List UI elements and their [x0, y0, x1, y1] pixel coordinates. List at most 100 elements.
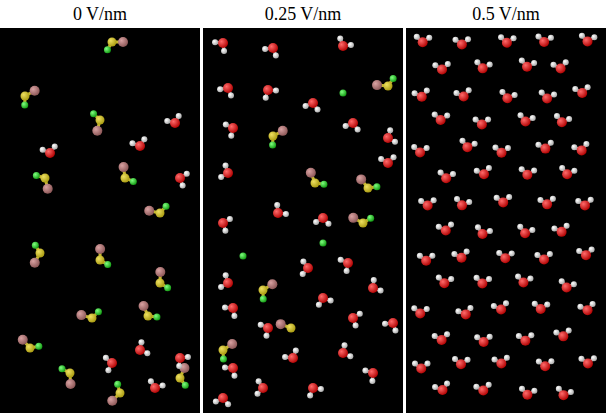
atom — [444, 112, 450, 118]
atom — [320, 181, 327, 188]
atom — [455, 308, 461, 314]
atom — [383, 133, 393, 143]
atom — [176, 374, 185, 383]
atom — [276, 319, 286, 329]
atom — [185, 354, 191, 360]
atom — [575, 198, 581, 204]
atom — [411, 144, 417, 150]
atom — [486, 165, 492, 171]
atom — [504, 355, 510, 361]
atom — [213, 399, 219, 405]
atom — [96, 116, 105, 125]
atom — [293, 348, 299, 354]
atom — [418, 37, 428, 47]
atom — [539, 255, 549, 265]
atom — [30, 86, 40, 96]
atom — [429, 253, 435, 259]
atom — [135, 345, 145, 355]
atom — [218, 218, 228, 228]
atom — [566, 116, 572, 122]
atom — [551, 225, 557, 231]
atom — [437, 65, 447, 75]
atom — [466, 199, 472, 205]
atom — [96, 256, 105, 265]
atom — [556, 63, 566, 73]
atom — [473, 384, 479, 390]
atom — [371, 277, 377, 283]
atom — [338, 257, 344, 263]
atom — [368, 283, 378, 293]
atom — [432, 62, 438, 68]
atom — [499, 89, 505, 95]
atom — [218, 393, 228, 403]
atom — [466, 87, 472, 93]
atom — [254, 391, 260, 397]
atom — [325, 221, 331, 227]
atom — [583, 305, 593, 315]
atom — [388, 318, 398, 328]
atom — [308, 98, 318, 108]
atom — [457, 200, 467, 210]
atom — [519, 166, 525, 172]
atom — [503, 300, 509, 306]
atom — [228, 123, 238, 133]
atom — [382, 321, 388, 327]
atom — [591, 34, 597, 40]
atom — [451, 251, 457, 257]
atom — [542, 93, 552, 103]
atom — [392, 328, 398, 334]
atom — [355, 127, 361, 133]
atom — [222, 305, 228, 311]
atom — [342, 342, 348, 348]
atom — [107, 358, 117, 368]
atom — [457, 39, 467, 49]
atom — [184, 171, 190, 177]
atom — [231, 373, 237, 379]
atom — [438, 385, 448, 395]
atom — [444, 380, 450, 386]
atom — [392, 139, 398, 145]
atom — [547, 251, 553, 257]
atom — [228, 303, 238, 313]
atom — [502, 38, 512, 48]
atom — [568, 389, 574, 395]
atom — [387, 127, 393, 133]
atom — [383, 158, 393, 168]
atom — [415, 309, 425, 319]
atom — [423, 201, 433, 211]
atom — [156, 279, 165, 288]
atom — [531, 168, 537, 174]
atom — [535, 33, 541, 39]
field-label: 0 V/nm — [73, 4, 127, 25]
atom — [558, 331, 568, 341]
atom — [486, 276, 492, 282]
atom — [563, 59, 569, 65]
atom — [359, 219, 368, 228]
atom — [450, 171, 456, 177]
atom — [562, 169, 572, 179]
atom — [571, 144, 577, 150]
atom — [416, 364, 426, 374]
atom — [390, 75, 397, 82]
atom — [571, 281, 577, 287]
atom — [273, 87, 279, 93]
atom — [477, 278, 487, 288]
atom — [21, 92, 30, 101]
atom — [95, 244, 105, 254]
panel — [203, 28, 403, 413]
atom — [564, 223, 570, 229]
atom — [320, 240, 327, 247]
atom — [220, 355, 227, 362]
molecules — [18, 33, 598, 408]
atom — [491, 356, 497, 362]
atom — [372, 80, 382, 90]
atom — [465, 36, 471, 42]
atom — [590, 301, 596, 307]
atom — [129, 140, 135, 146]
atom — [465, 357, 471, 363]
atom — [520, 228, 530, 238]
atom — [412, 361, 418, 367]
atom — [474, 168, 480, 174]
atom — [539, 37, 549, 47]
atom — [118, 37, 128, 47]
